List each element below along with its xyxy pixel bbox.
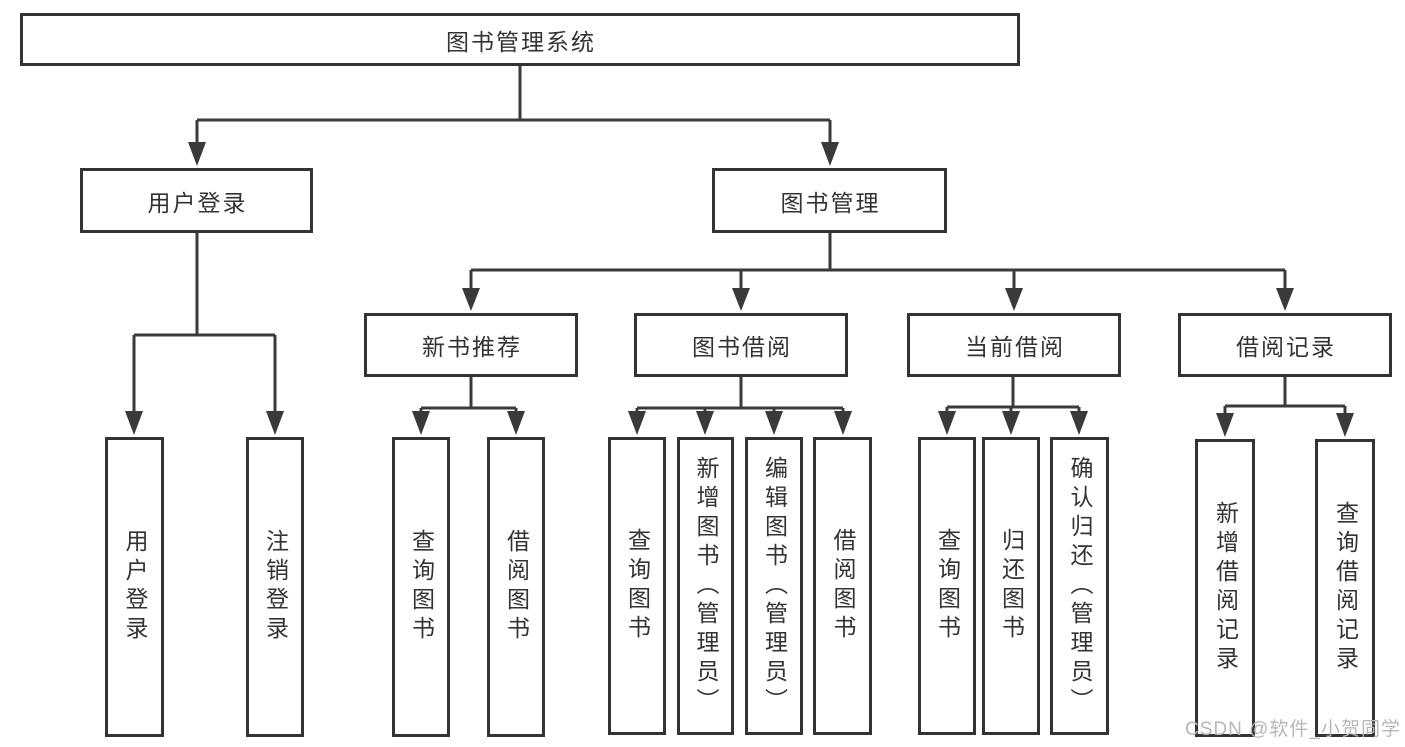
leaf-add-books-admin-label: 新增图书（管理员） (693, 455, 719, 717)
connector-book-borrow-to-children (635, 377, 845, 413)
leaf-borrow-books-2: 借阅图书 (813, 437, 872, 735)
node-book-management-label: 图书管理 (780, 189, 881, 216)
csdn-watermark: CSDN @软件_小贺同学 (1185, 719, 1401, 740)
arrowhead-group (125, 142, 1354, 437)
leaf-user-login-label: 用户登录 (122, 529, 148, 645)
node-user-login: 用户登录 (80, 168, 313, 233)
node-current-borrow: 当前借阅 (907, 313, 1121, 377)
leaf-confirm-return-admin: 确认归还（管理员） (1050, 437, 1109, 735)
node-new-book-recommend-label: 新书推荐 (422, 334, 522, 360)
connector-root-to-level2 (195, 66, 832, 143)
node-root-label: 图书管理系统 (446, 28, 596, 55)
leaf-query-books-2: 查询图书 (608, 437, 666, 735)
leaf-query-books-2-label: 查询图书 (624, 528, 651, 644)
leaf-query-books-1: 查询图书 (392, 437, 450, 737)
connector-book-management-to-level3 (469, 233, 1287, 289)
arrowheads (125, 142, 1354, 437)
node-current-borrow-label: 当前借阅 (965, 334, 1065, 360)
node-book-borrow-label: 图书借阅 (692, 334, 792, 360)
leaf-query-books-3: 查询图书 (918, 437, 976, 735)
connector-new-book-to-children (419, 377, 518, 413)
connector-lines (132, 66, 1347, 414)
leaf-borrow-books-1-label: 借阅图书 (503, 529, 530, 645)
leaf-add-borrow-record-label: 新增借阅记录 (1212, 501, 1239, 675)
leaf-logout-label: 注销登录 (262, 529, 289, 645)
leaf-query-borrow-record-label: 查询借阅记录 (1332, 501, 1359, 675)
leaf-edit-books-admin-label: 编辑图书（管理员） (761, 455, 788, 717)
leaf-edit-books-admin: 编辑图书（管理员） (745, 437, 803, 735)
leaf-confirm-return-admin-label: 确认归还（管理员） (1067, 455, 1093, 717)
leaf-query-borrow-record: 查询借阅记录 (1315, 439, 1375, 737)
leaf-query-books-3-label: 查询图书 (934, 528, 961, 644)
leaf-borrow-books-2-label: 借阅图书 (830, 528, 856, 644)
leaf-logout: 注销登录 (246, 437, 304, 737)
node-book-management: 图书管理 (712, 168, 947, 233)
connector-user-login-to-children (132, 233, 277, 412)
connector-current-borrow-to-children (945, 377, 1081, 413)
node-user-login-label: 用户登录 (147, 189, 248, 216)
leaf-user-login: 用户登录 (105, 437, 164, 737)
node-borrow-records: 借阅记录 (1178, 313, 1392, 377)
connector-borrow-records-to-children (1223, 377, 1347, 414)
leaf-add-borrow-record: 新增借阅记录 (1195, 439, 1255, 737)
node-new-book-recommend: 新书推荐 (364, 313, 578, 377)
leaf-query-books-1-label: 查询图书 (408, 529, 435, 645)
leaf-borrow-books-1: 借阅图书 (487, 437, 545, 737)
leaf-return-books-label: 归还图书 (998, 528, 1025, 644)
leaf-add-books-admin: 新增图书（管理员） (677, 437, 734, 735)
leaf-return-books: 归还图书 (982, 437, 1040, 735)
node-book-borrow: 图书借阅 (634, 313, 848, 377)
node-borrow-records-label: 借阅记录 (1236, 334, 1336, 360)
node-root: 图书管理系统 (20, 13, 1020, 66)
